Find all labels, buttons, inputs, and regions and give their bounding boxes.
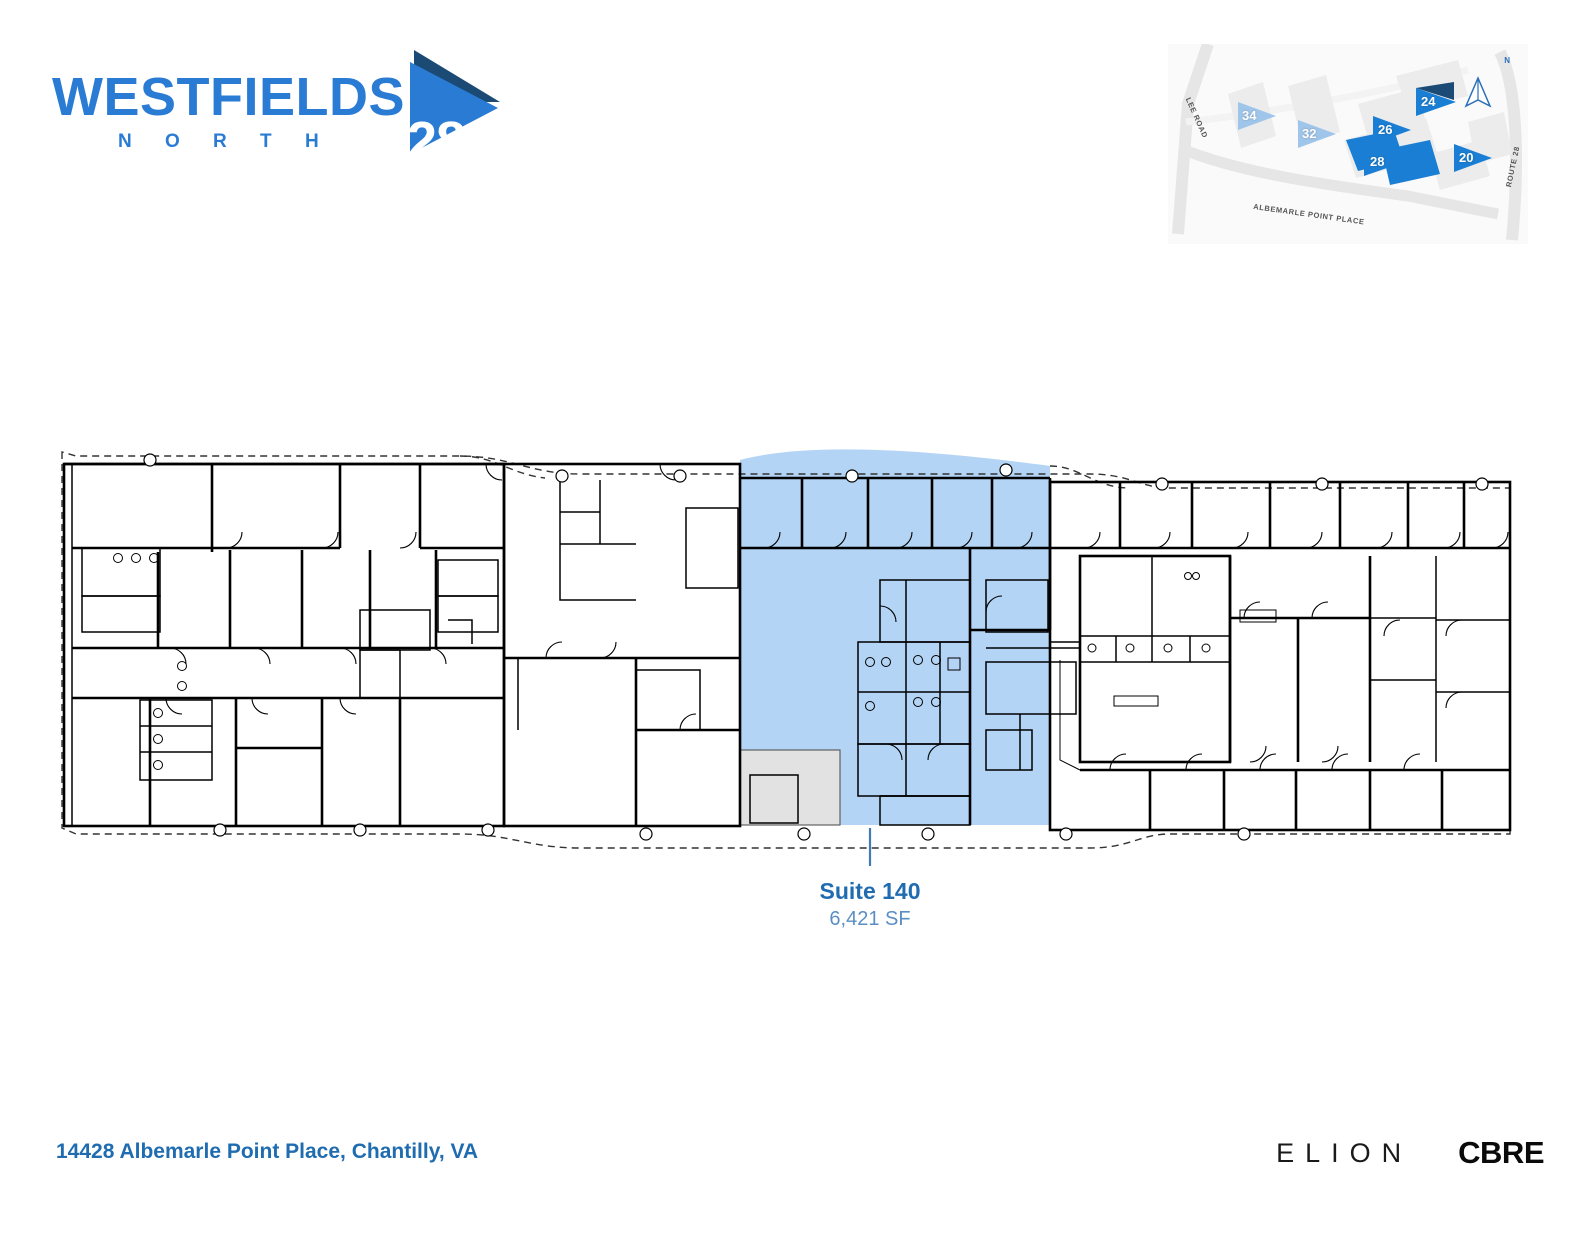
brand-logo: WESTFIELDS N O R T H 28 bbox=[52, 46, 500, 171]
footer-logos: ELION CBRE bbox=[1276, 1135, 1544, 1171]
suite-area: 6,421 SF bbox=[829, 908, 911, 931]
left-wing-rooms bbox=[62, 462, 506, 828]
brand-wordmark: WESTFIELDS bbox=[52, 67, 405, 127]
gray-service-area bbox=[739, 749, 841, 826]
center-section-rooms bbox=[502, 462, 742, 828]
north-arrow-icon bbox=[1464, 76, 1492, 108]
brand-arrow-icon bbox=[352, 46, 502, 166]
suite-name: Suite 140 bbox=[819, 878, 921, 904]
site-map-graphic bbox=[1172, 44, 1522, 241]
footer-address: 14428 Albemarle Point Place, Chantilly, … bbox=[56, 1140, 479, 1163]
suite-140-highlight bbox=[740, 449, 1050, 825]
site-map: N LEE ROAD ALBEMARLE POINT PLACE ROUTE 2… bbox=[1168, 44, 1528, 244]
north-label: N bbox=[1504, 56, 1510, 65]
site-map-building-20: 20 bbox=[1459, 150, 1474, 165]
site-map-building-34: 34 bbox=[1242, 108, 1257, 123]
floor-plan: .w { stroke:#000; fill:none; stroke-widt… bbox=[40, 430, 1530, 870]
elion-logo: ELION bbox=[1276, 1137, 1413, 1168]
suite-140-interior bbox=[740, 476, 1080, 826]
right-wing-rooms bbox=[1048, 480, 1512, 832]
cbre-logo: CBRE bbox=[1458, 1135, 1544, 1170]
brand-number: 28 bbox=[407, 111, 466, 171]
brand-subtitle: N O R T H bbox=[118, 131, 333, 152]
site-map-building-24: 24 bbox=[1421, 94, 1436, 109]
structural-columns bbox=[143, 453, 1489, 841]
plumbing-fixtures-suite bbox=[865, 655, 941, 711]
site-map-markers bbox=[1238, 82, 1492, 176]
suite-callout: Suite 140 6,421 SF bbox=[700, 878, 1040, 932]
plumbing-fixtures-left bbox=[113, 553, 187, 770]
floor-plan-graphic: .w { stroke:#000; fill:none; stroke-widt… bbox=[61, 449, 1512, 866]
site-map-building-32: 32 bbox=[1302, 126, 1317, 141]
site-map-building-28: 28 bbox=[1370, 154, 1385, 169]
site-map-building-26: 26 bbox=[1378, 122, 1393, 137]
door-swings bbox=[165, 463, 1509, 771]
